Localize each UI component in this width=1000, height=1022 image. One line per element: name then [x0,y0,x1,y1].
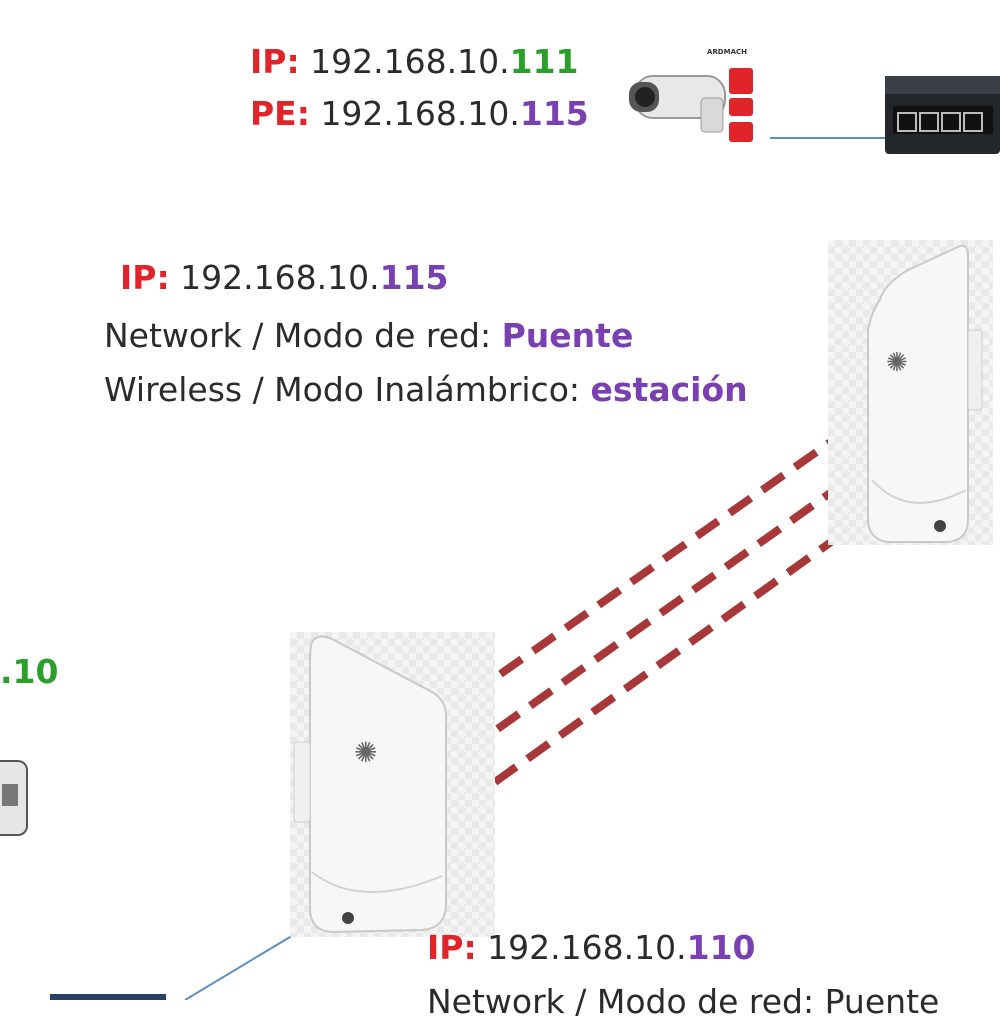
bottom-switch-edge [50,994,166,1000]
station-ip-label: IP: [120,258,170,297]
bridge-ip-end: 110 [687,928,756,967]
station-ip-base: 192.168.10. [180,258,379,297]
switch-port-bank [893,106,993,134]
camera-icon [625,48,765,148]
camera-ip-line: IP: 192.168.10.111 [250,42,579,82]
left-camera-device [0,760,28,836]
camera-ip-base: 192.168.10. [310,42,509,81]
poe-switch [885,76,1000,154]
camera-pe-end: 115 [520,94,589,133]
bridge-network-partial: Network / Modo de red: Puente [427,982,939,1021]
antenna-icon [290,632,495,937]
station-antenna-panel: ✺ [828,240,993,545]
left-camera-lens [2,784,18,806]
bridge-network-line: Network / Modo de red: Puente [427,982,939,1022]
wireless-link-2 [465,452,888,752]
camera-ip-label: IP: [250,42,300,81]
ubiquiti-logo-icon: ✺ [354,736,377,769]
bridge-ip-line: IP: 192.168.10.110 [427,928,756,968]
camera-pe-line: PE: 192.168.10.115 [250,94,589,134]
antenna-icon [828,240,993,545]
station-wireless-value: estación [591,370,748,409]
left-ip-fragment: .10 [0,652,58,691]
station-network-line: Network / Modo de red: Puente [104,316,633,356]
station-wireless-text: Wireless / Modo Inalámbrico: [104,370,580,409]
station-ip-line: IP: 192.168.10.115 [120,258,449,298]
station-ip-end: 115 [380,258,449,297]
bridge-ip-label: IP: [427,928,477,967]
station-wireless-line: Wireless / Modo Inalámbrico: estación [104,370,748,410]
left-ip-fragment-line: .10 [0,652,58,692]
bottom-antenna-cable [185,928,305,1000]
ip-camera-device: ARDMACH [625,48,765,148]
switch-top-panel [885,76,1000,94]
camera-pe-label: PE: [250,94,310,133]
switch-port-icon [919,112,939,132]
camera-badge-text: ARDMACH [707,48,747,56]
camera-pe-base: 192.168.10. [320,94,519,133]
ubiquiti-logo-icon: ✺ [886,348,908,378]
bridge-antenna-panel: ✺ [290,632,495,937]
station-network-text: Network / Modo de red: [104,316,491,355]
bridge-ip-base: 192.168.10. [487,928,686,967]
switch-port-icon [963,112,983,132]
switch-port-icon [897,112,917,132]
station-network-value: Puente [502,316,634,355]
switch-port-icon [941,112,961,132]
camera-ip-end: 111 [510,42,579,81]
